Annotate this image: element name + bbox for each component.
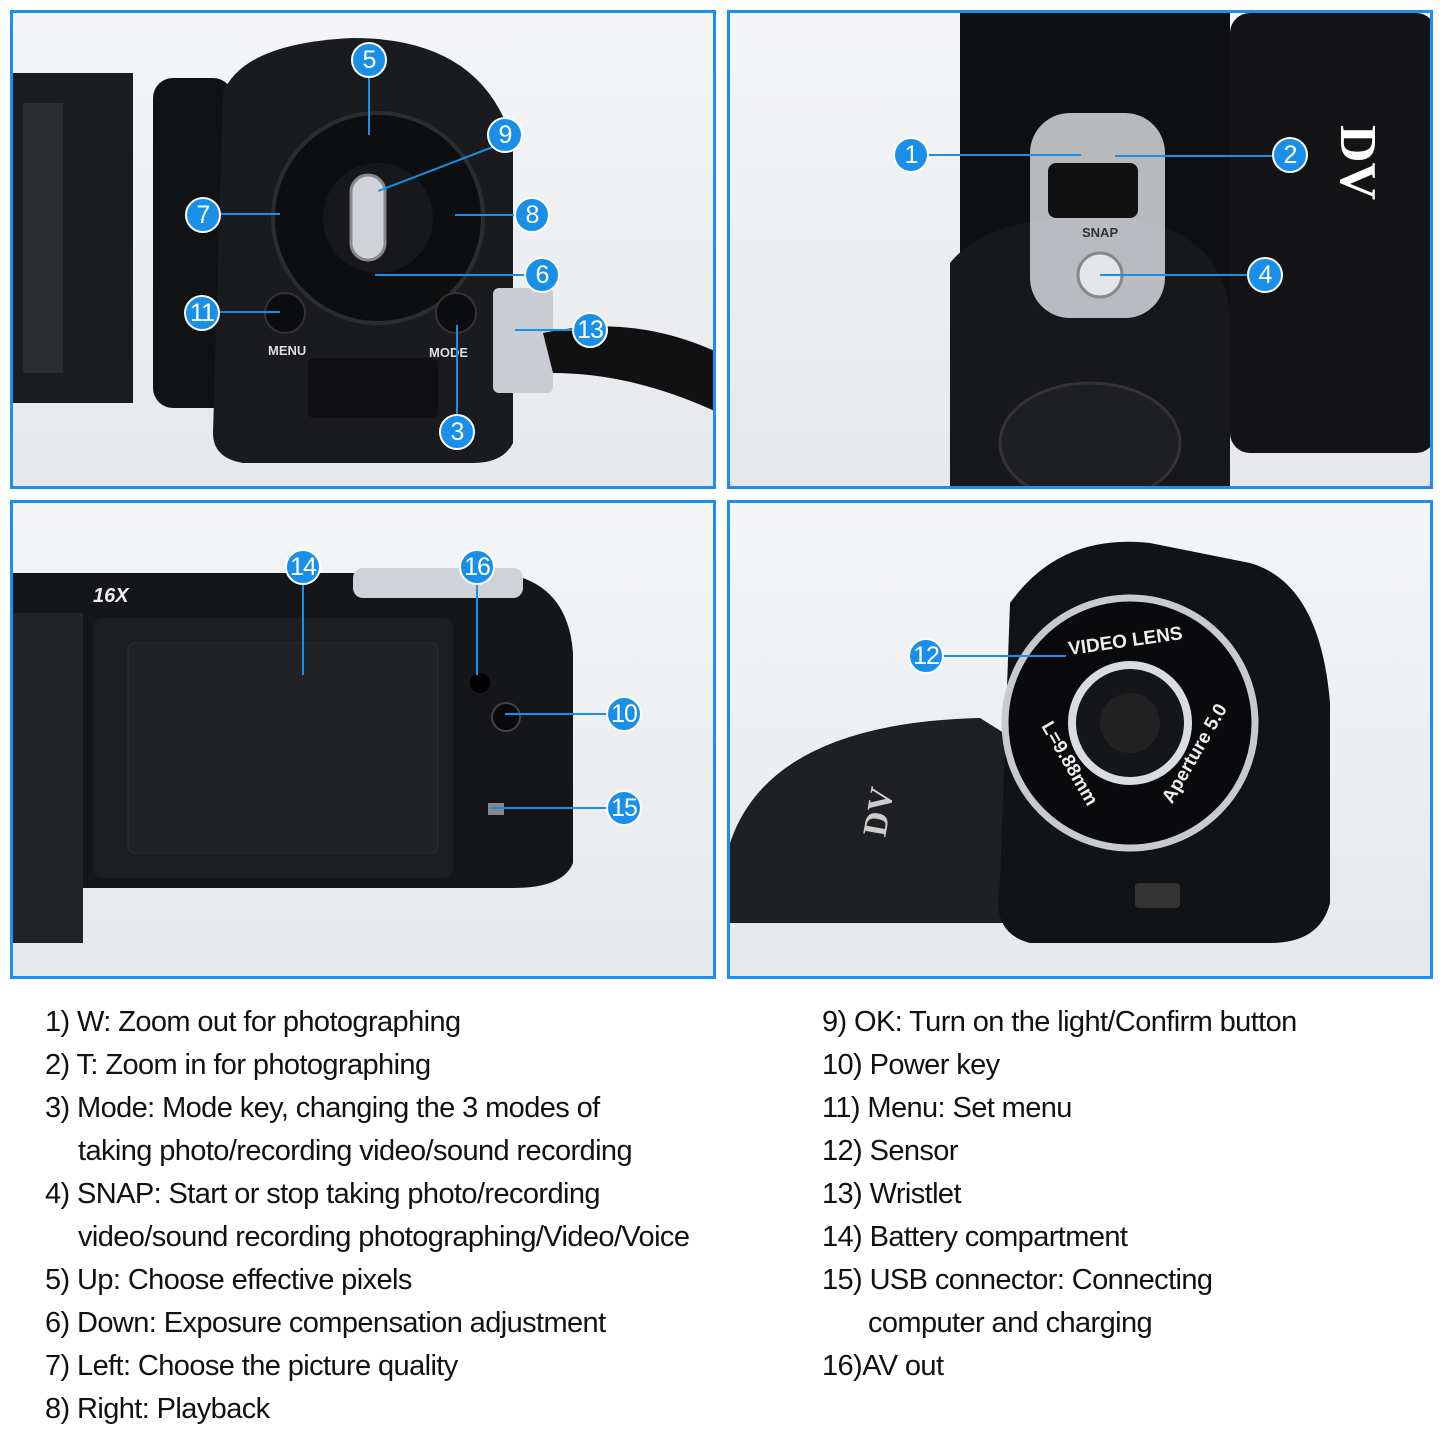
leader-line bbox=[202, 311, 280, 313]
leader-line bbox=[456, 325, 458, 432]
callout-14: 14 bbox=[285, 549, 321, 585]
legend-item: 7) Left: Choose the picture quality bbox=[45, 1350, 458, 1382]
legend-item: 12) Sensor bbox=[822, 1135, 958, 1167]
legend-right: 9) OK: Turn on the light/Confirm button … bbox=[822, 1001, 1297, 1388]
leader-line bbox=[368, 60, 370, 135]
legend-item: 13) Wristlet bbox=[822, 1178, 962, 1210]
leader-line bbox=[1100, 274, 1265, 276]
zoom-16x-print: 16X bbox=[93, 585, 129, 607]
callout-10: 10 bbox=[606, 696, 642, 732]
leader-line bbox=[375, 274, 542, 276]
leader-line bbox=[505, 713, 624, 715]
leader-line bbox=[911, 154, 1081, 156]
legend-item: 2) T: Zoom in for photographing bbox=[45, 1049, 431, 1081]
leader-line bbox=[455, 214, 532, 216]
panel-side-ports: 16X bbox=[10, 500, 716, 979]
callout-16: 16 bbox=[459, 549, 495, 585]
dv-logo: DV bbox=[1329, 124, 1387, 201]
legend-item: 8) Right: Playback bbox=[45, 1393, 270, 1425]
camera-lens-view-illustration bbox=[730, 541, 1330, 943]
leader-line bbox=[926, 655, 1066, 657]
callout-12: 12 bbox=[908, 638, 944, 674]
callout-13: 13 bbox=[572, 312, 608, 348]
leader-line bbox=[1115, 155, 1290, 157]
callout-4: 4 bbox=[1247, 257, 1283, 293]
callout-3: 3 bbox=[439, 414, 475, 450]
legend-item: 5) Up: Choose effective pixels bbox=[45, 1264, 412, 1296]
legend-item: 6) Down: Exposure compensation adjustmen… bbox=[45, 1307, 606, 1339]
legend-item: 4) SNAP: Start or stop taking photo/reco… bbox=[45, 1178, 601, 1210]
menu-label-print: MENU bbox=[268, 343, 307, 358]
leader-line bbox=[302, 567, 304, 675]
callout-8: 8 bbox=[514, 197, 550, 233]
camera-side-view-illustration bbox=[13, 568, 573, 943]
mode-label-print: MODE bbox=[429, 345, 468, 360]
callout-15: 15 bbox=[606, 790, 642, 826]
camera-top-view-illustration bbox=[950, 13, 1430, 486]
legend-item: 11) Menu: Set menu bbox=[822, 1092, 1072, 1124]
callout-6: 6 bbox=[524, 257, 560, 293]
legend-left: 1) W: Zoom out for photographing 2) T: Z… bbox=[45, 1001, 690, 1431]
panel-front-controls: MENU MODE bbox=[10, 10, 716, 489]
legend-item: 15) USB connector: Connecting bbox=[822, 1264, 1213, 1296]
leader-line bbox=[476, 567, 478, 675]
callout-2: 2 bbox=[1272, 137, 1308, 173]
callout-5: 5 bbox=[351, 42, 387, 78]
legend-item-continuation: computer and charging bbox=[868, 1307, 1153, 1339]
legend-item: 3) Mode: Mode key, changing the 3 modes … bbox=[45, 1092, 600, 1124]
callout-11: 11 bbox=[184, 295, 220, 331]
leader-line bbox=[515, 329, 590, 331]
callout-7: 7 bbox=[185, 197, 221, 233]
legend-item: 10) Power key bbox=[822, 1049, 1000, 1081]
legend-item-continuation: video/sound recording photographing/Vide… bbox=[78, 1221, 690, 1253]
snap-label-print: SNAP bbox=[1082, 225, 1119, 240]
panel-lens: VIDEO LENS L=9.88mm Aperture 5.0 DV bbox=[727, 500, 1433, 979]
legend-item: 9) OK: Turn on the light/Confirm button bbox=[822, 1006, 1297, 1038]
leader-line bbox=[203, 213, 280, 215]
leader-line bbox=[490, 807, 624, 809]
legend-item: 1) W: Zoom out for photographing bbox=[45, 1006, 461, 1038]
legend-item: 16)AV out bbox=[822, 1350, 944, 1382]
legend-item: 14) Battery compartment bbox=[822, 1221, 1128, 1253]
camera-rear-view-illustration bbox=[13, 38, 713, 463]
callout-1: 1 bbox=[893, 137, 929, 173]
panel-top-zoom: SNAP DV bbox=[727, 10, 1433, 489]
callout-9: 9 bbox=[487, 117, 523, 153]
legend-item-continuation: taking photo/recording video/sound recor… bbox=[78, 1135, 633, 1167]
